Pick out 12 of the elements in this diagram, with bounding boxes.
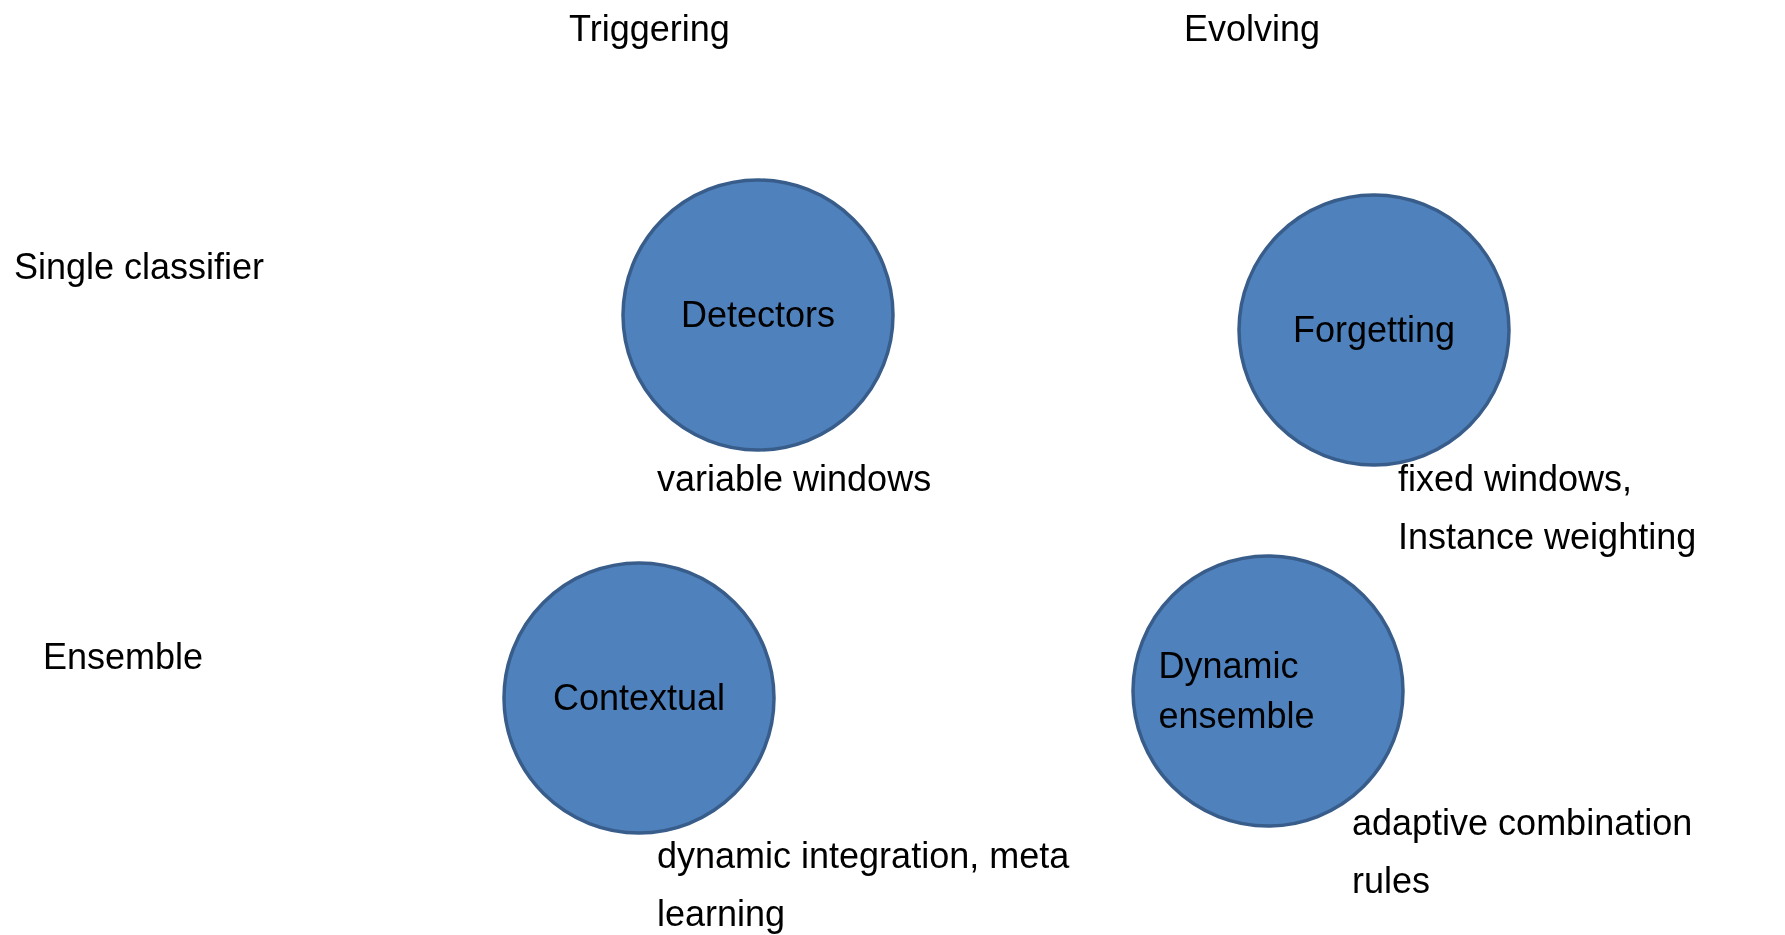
node-label: Detectors <box>680 292 836 337</box>
row-header: Single classifier <box>14 245 265 289</box>
column-header: Triggering <box>569 7 730 51</box>
column-header: Evolving <box>1184 7 1321 51</box>
node-label: Dynamic ensemble <box>1158 643 1316 738</box>
node-label: Contextual <box>552 675 726 720</box>
annotation-text: fixed windows, Instance weighting <box>1398 457 1698 559</box>
annotation-text: dynamic integration, meta learning <box>657 834 1071 935</box>
annotation-text: variable windows <box>657 457 933 501</box>
node-label: Forgetting <box>1292 307 1456 352</box>
row-header: Ensemble <box>43 635 204 679</box>
annotation-text: adaptive combination rules <box>1352 801 1694 903</box>
